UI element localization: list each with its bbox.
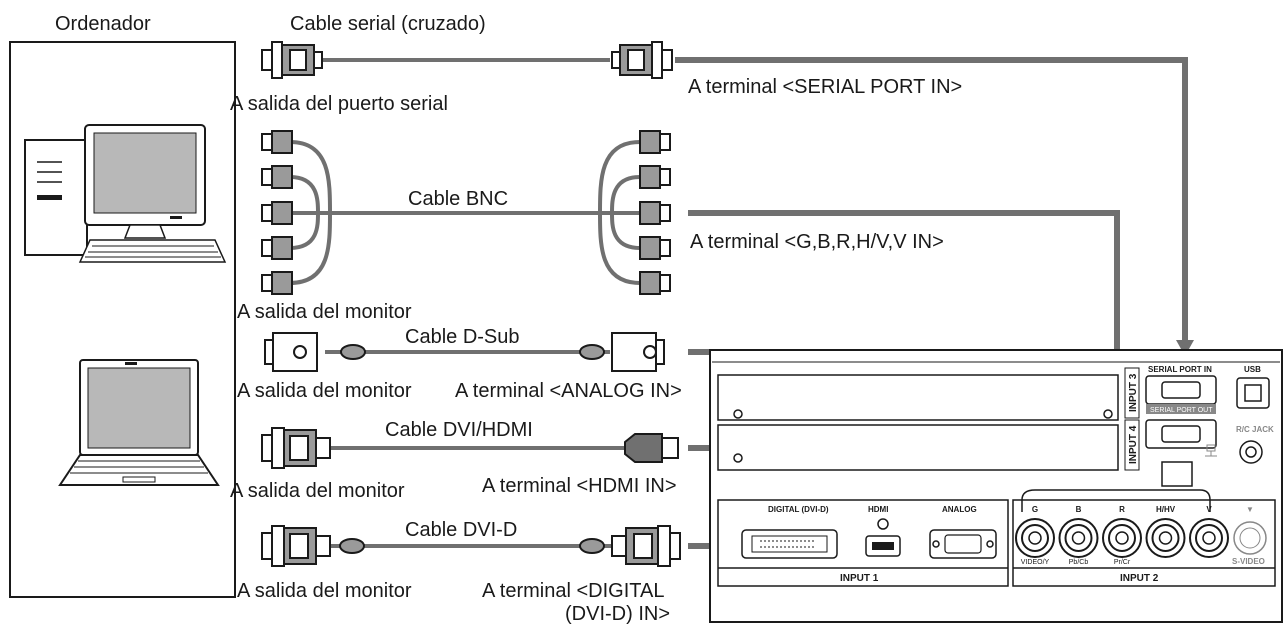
- bnc-port-pin: [1158, 531, 1173, 545]
- hdmi-connector-icon: [624, 433, 679, 463]
- bnc-port-group: G VIDEO/Y B Pb/Cb R Pr/Cr H/HV V: [1015, 505, 1229, 566]
- input1-label: INPUT 1: [840, 573, 879, 584]
- dvid-in-label-line1: A terminal <DIGITAL: [482, 580, 664, 602]
- computer-box: [9, 41, 236, 598]
- dvi-connector-icon: [579, 525, 681, 567]
- bnc-cable-bundle: [289, 140, 641, 285]
- serial-port-out-connector: [1161, 425, 1201, 443]
- bnc-connector-icon: [261, 130, 293, 295]
- bnc-bottom-label: VIDEO/Y: [1021, 559, 1050, 566]
- input2-label: INPUT 2: [1120, 573, 1159, 584]
- dvid-out-label: A salida del monitor: [237, 580, 412, 602]
- serial-port-out-label: SERIAL PORT OUT: [1150, 407, 1213, 414]
- computer-label: Ordenador: [55, 13, 151, 35]
- bnc-in-label: A terminal <G,B,R,H/V,V IN>: [690, 231, 944, 253]
- bnc-cable-label: Cable BNC: [408, 188, 508, 210]
- bnc-port-pin: [1071, 531, 1086, 545]
- bnc-bottom-label: Pr/Cr: [1114, 559, 1131, 566]
- bnc-out-label: A salida del monitor: [237, 301, 412, 323]
- dvid-in-label-line2: (DVI-D) IN>: [565, 603, 670, 625]
- bnc-top-label: G: [1032, 505, 1038, 514]
- desktop-computer-icon: [24, 124, 227, 263]
- serial-port-in-connector: [1161, 381, 1201, 399]
- svideo-arrow: ▼: [1246, 505, 1254, 514]
- input4-label: INPUT 4: [1128, 425, 1139, 464]
- bnc-port-pin: [1202, 531, 1216, 545]
- bnc-top-label: B: [1076, 505, 1082, 514]
- serial-connector-icon: [261, 41, 323, 79]
- dvid-cable-label: Cable DVI-D: [405, 519, 517, 541]
- dsub-connector-icon: [579, 332, 665, 372]
- serial-connector-icon: [611, 41, 673, 79]
- input3-label: INPUT 3: [1128, 373, 1139, 412]
- bnc-top-label: R: [1119, 505, 1125, 514]
- serial-cable-label: Cable serial (cruzado): [290, 13, 486, 35]
- digital-dvid-label: DIGITAL (DVI-D): [768, 505, 829, 514]
- serial-out-label: A salida del puerto serial: [230, 93, 448, 115]
- serial-route-line: [675, 57, 1188, 340]
- bnc-top-label: H/HV: [1156, 505, 1176, 514]
- dvihdmi-out-label: A salida del monitor: [230, 480, 405, 502]
- dvihdmi-cable-label: Cable DVI/HDMI: [385, 419, 533, 441]
- rc-jack-label: R/C JACK: [1236, 425, 1274, 434]
- bnc-top-label: V: [1206, 505, 1212, 514]
- dsub-in-label: A terminal <ANALOG IN>: [455, 380, 682, 402]
- dsub-out-label: A salida del monitor: [237, 380, 412, 402]
- bnc-connector-icon: [639, 130, 671, 295]
- analog-label: ANALOG: [942, 505, 977, 514]
- laptop-icon: [58, 359, 220, 486]
- projector-panel: INPUT 3 INPUT 4 SERIAL PORT IN SERIAL PO…: [709, 349, 1283, 623]
- usb-label: USB: [1244, 365, 1261, 374]
- hdmi-logo: HDMI: [868, 505, 888, 514]
- network-icon: [1161, 444, 1217, 487]
- hdmi-in-label: A terminal <HDMI IN>: [482, 475, 677, 497]
- dvi-connector-icon: [261, 427, 331, 469]
- svideo-label: S-VIDEO: [1232, 557, 1265, 566]
- serial-route-arrow: [1176, 340, 1194, 356]
- bnc-port-pin: [1028, 531, 1042, 545]
- bnc-port-pin: [1115, 531, 1129, 545]
- dvi-connector-icon: [261, 525, 365, 567]
- serial-port-in-label: SERIAL PORT IN: [1148, 365, 1212, 374]
- dsub-cable-label: Cable D-Sub: [405, 326, 520, 348]
- bnc-bottom-label: Pb/Cb: [1069, 559, 1089, 566]
- dsub-connector-icon: [264, 332, 366, 372]
- serial-in-label: A terminal <SERIAL PORT IN>: [688, 76, 962, 98]
